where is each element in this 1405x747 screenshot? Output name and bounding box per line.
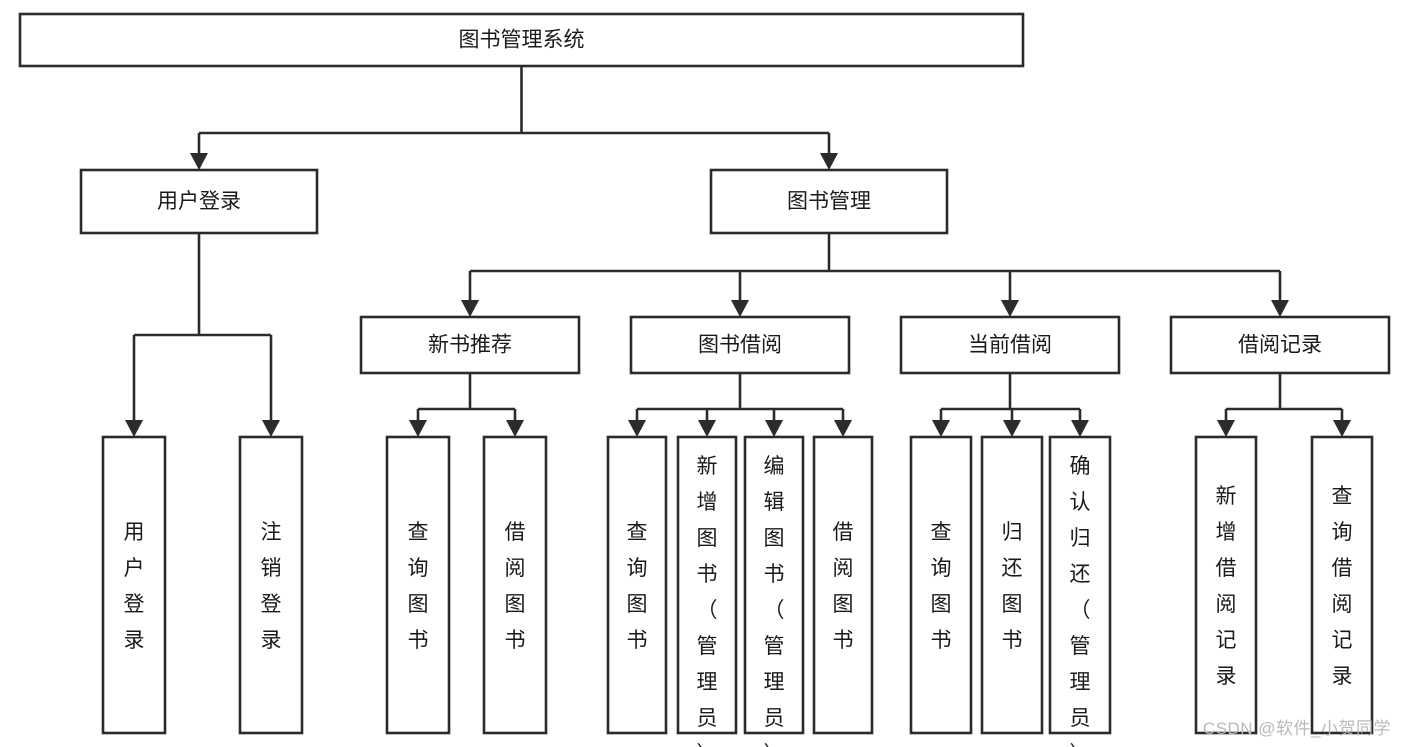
node-box-leaf-return-book: [980, 435, 1044, 735]
node-leaf-user-login[interactable]: 用户登录: [101, 435, 167, 735]
arrowhead-to-leaf-borrow-book-recommend: [506, 420, 524, 437]
node-box-leaf-confirm-return-admin: [1048, 435, 1112, 735]
node-leaf-borrow-book-recommend[interactable]: 借阅图书: [482, 435, 548, 735]
arrowhead-to-current-borrow: [1001, 300, 1019, 317]
node-leaf-edit-book-admin[interactable]: 编辑图书（管理员）: [743, 435, 805, 747]
arrowhead-to-leaf-add-book-admin: [698, 420, 716, 437]
node-label-user-login: 用户登录: [157, 190, 241, 213]
node-leaf-add-borrow-record[interactable]: 新增借阅记录: [1194, 435, 1258, 735]
node-label-leaf-user-login: 用户登录: [124, 521, 145, 652]
node-label-leaf-borrow-book-recommend: 借阅图书: [505, 521, 526, 652]
node-box-borrow-record: [1169, 315, 1391, 375]
node-box-leaf-edit-book-admin: [743, 435, 805, 735]
arrowhead-to-book-management: [820, 153, 838, 170]
node-box-leaf-query-book-borrow: [606, 435, 668, 735]
node-label-leaf-confirm-return-admin: 确认归还（管理员）: [1070, 455, 1091, 747]
arrowhead-to-leaf-query-book-current: [932, 420, 950, 437]
node-label-borrow-record: 借阅记录: [1238, 334, 1322, 357]
node-label-root: 图书管理系统: [459, 29, 585, 52]
arrowhead-to-leaf-query-borrow-record: [1333, 420, 1351, 437]
node-user-login[interactable]: 用户登录: [79, 168, 319, 235]
node-current-borrow[interactable]: 当前借阅: [899, 315, 1121, 375]
arrowhead-to-leaf-user-login: [125, 420, 143, 437]
node-box-leaf-borrow-book-recommend: [482, 435, 548, 735]
node-new-book-recommend[interactable]: 新书推荐: [359, 315, 581, 375]
node-label-leaf-borrow-book: 借阅图书: [833, 521, 854, 652]
node-leaf-query-book-borrow[interactable]: 查询图书: [606, 435, 668, 735]
arrowhead-to-leaf-query-book-recommend: [409, 420, 427, 437]
arrowhead-to-leaf-return-book: [1003, 420, 1021, 437]
node-label-current-borrow: 当前借阅: [968, 334, 1052, 357]
node-box-new-book-recommend: [359, 315, 581, 375]
node-box-leaf-user-login: [101, 435, 167, 735]
node-box-leaf-query-book-recommend: [385, 435, 451, 735]
arrowhead-to-leaf-confirm-return-admin: [1071, 420, 1089, 437]
node-layer: 图书管理系统用户登录图书管理新书推荐图书借阅当前借阅借阅记录用户登录注销登录查询…: [18, 12, 1391, 747]
node-book-management[interactable]: 图书管理: [709, 168, 949, 235]
node-box-leaf-add-book-admin: [676, 435, 738, 735]
connector-layer: [125, 66, 1351, 437]
node-label-book-management: 图书管理: [787, 190, 871, 213]
node-box-book-borrow: [629, 315, 851, 375]
node-leaf-query-borrow-record[interactable]: 查询借阅记录: [1310, 435, 1374, 735]
arrowhead-to-new-book-recommend: [461, 300, 479, 317]
node-box-user-login: [79, 168, 319, 235]
arrowhead-to-leaf-add-borrow-record: [1217, 420, 1235, 437]
node-label-leaf-add-book-admin: 新增图书（管理员）: [697, 455, 718, 747]
node-leaf-return-book[interactable]: 归还图书: [980, 435, 1044, 735]
node-label-leaf-query-borrow-record: 查询借阅记录: [1332, 485, 1353, 688]
node-label-new-book-recommend: 新书推荐: [428, 334, 512, 357]
node-label-leaf-add-borrow-record: 新增借阅记录: [1216, 485, 1237, 688]
node-box-current-borrow: [899, 315, 1121, 375]
arrowhead-to-book-borrow: [731, 300, 749, 317]
node-box-book-management: [709, 168, 949, 235]
node-box-leaf-query-borrow-record: [1310, 435, 1374, 735]
node-label-leaf-query-book-recommend: 查询图书: [408, 521, 429, 652]
node-root[interactable]: 图书管理系统: [18, 12, 1025, 68]
arrowhead-to-borrow-record: [1271, 300, 1289, 317]
arrowhead-to-user-login: [190, 153, 208, 170]
node-leaf-confirm-return-admin[interactable]: 确认归还（管理员）: [1048, 435, 1112, 747]
node-leaf-query-book-current[interactable]: 查询图书: [909, 435, 973, 735]
node-box-leaf-add-borrow-record: [1194, 435, 1258, 735]
arrowhead-to-leaf-edit-book-admin: [765, 420, 783, 437]
arrowhead-to-leaf-logout-login: [262, 420, 280, 437]
node-box-leaf-query-book-current: [909, 435, 973, 735]
node-box-leaf-borrow-book: [812, 435, 874, 735]
node-book-borrow[interactable]: 图书借阅: [629, 315, 851, 375]
node-label-leaf-edit-book-admin: 编辑图书（管理员）: [764, 455, 785, 747]
node-label-leaf-logout-login: 注销登录: [261, 521, 282, 652]
node-leaf-borrow-book[interactable]: 借阅图书: [812, 435, 874, 735]
arrowhead-to-leaf-borrow-book: [834, 420, 852, 437]
node-borrow-record[interactable]: 借阅记录: [1169, 315, 1391, 375]
node-leaf-query-book-recommend[interactable]: 查询图书: [385, 435, 451, 735]
node-label-leaf-return-book: 归还图书: [1002, 521, 1023, 652]
watermark-text: CSDN @软件_小贺同学: [1202, 719, 1391, 738]
node-box-root: [18, 12, 1025, 68]
node-label-leaf-query-book-current: 查询图书: [931, 521, 952, 652]
node-label-leaf-query-book-borrow: 查询图书: [627, 521, 648, 652]
node-leaf-add-book-admin[interactable]: 新增图书（管理员）: [676, 435, 738, 747]
arrowhead-to-leaf-query-book-borrow: [628, 420, 646, 437]
node-leaf-logout-login[interactable]: 注销登录: [238, 435, 304, 735]
node-box-leaf-logout-login: [238, 435, 304, 735]
node-label-book-borrow: 图书借阅: [698, 334, 782, 357]
